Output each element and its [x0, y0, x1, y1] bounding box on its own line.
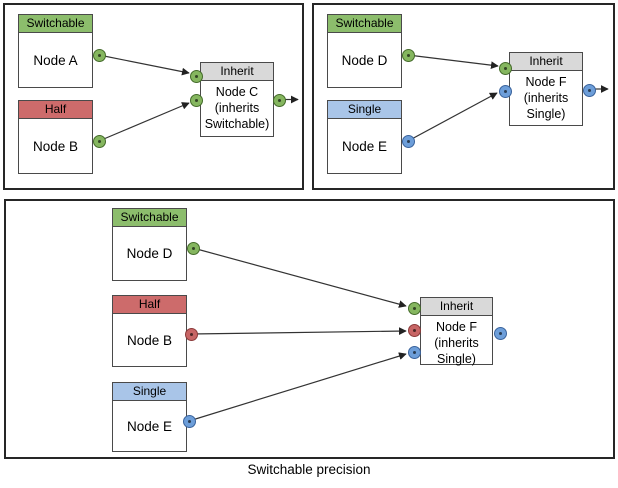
node-c-header: Inherit — [201, 63, 273, 81]
node-b-bottom[interactable]: Half Node B — [112, 295, 187, 367]
port-dot — [189, 332, 193, 336]
port-dot — [412, 328, 416, 332]
node-e-label: Node E — [341, 138, 388, 154]
node-b-header: Half — [19, 101, 92, 119]
port-dot — [498, 331, 502, 335]
node-a-header: Switchable — [19, 15, 92, 33]
port-dot — [412, 306, 416, 310]
port-dot — [406, 53, 410, 57]
port-node-f-bottom-input-1[interactable] — [407, 301, 421, 315]
node-f-bottom[interactable]: Inherit Node F (inherits Single) — [420, 297, 493, 366]
port-dot — [412, 350, 416, 354]
node-d-label: Node D — [341, 52, 388, 68]
node-d-header: Switchable — [328, 15, 401, 33]
node-f-bottom-header: Inherit — [421, 298, 492, 316]
port-dot — [194, 74, 198, 78]
node-d[interactable]: Switchable Node D — [327, 14, 402, 88]
node-e-bottom-header: Single — [113, 383, 186, 401]
port-node-b-bottom-output[interactable] — [184, 327, 198, 341]
panel-bottom — [4, 199, 615, 459]
node-b[interactable]: Half Node B — [18, 100, 93, 174]
port-dot — [406, 139, 410, 143]
port-dot — [187, 419, 191, 423]
port-node-f-bottom-input-3[interactable] — [407, 345, 421, 359]
port-dot — [97, 53, 101, 57]
port-node-d-output[interactable] — [401, 48, 415, 62]
node-f[interactable]: Inherit Node F (inherits Single) — [509, 52, 583, 126]
node-e-bottom-label: Node E — [126, 418, 173, 434]
node-d-bottom-label: Node D — [126, 246, 173, 261]
port-node-e-bottom-output[interactable] — [182, 414, 196, 428]
node-e-header: Single — [328, 101, 401, 119]
port-dot — [587, 88, 591, 92]
port-dot — [194, 98, 198, 102]
node-f-header: Inherit — [510, 53, 582, 71]
node-f-bottom-label: Node F (inherits Single) — [434, 320, 479, 366]
node-b-bottom-label: Node B — [126, 332, 173, 348]
port-dot — [277, 98, 281, 102]
node-b-label: Node B — [32, 138, 79, 154]
node-c[interactable]: Inherit Node C (inherits Switchable) — [200, 62, 274, 137]
port-node-f-input-2[interactable] — [498, 84, 512, 98]
port-node-c-input-2[interactable] — [189, 93, 203, 107]
diagram-caption: Switchable precision — [247, 462, 371, 477]
port-dot — [97, 139, 101, 143]
port-node-f-bottom-input-2[interactable] — [407, 323, 421, 337]
port-node-e-output[interactable] — [401, 134, 415, 148]
port-dot — [503, 66, 507, 70]
port-node-c-input-1[interactable] — [189, 69, 203, 83]
port-node-f-output[interactable] — [582, 83, 596, 97]
port-node-d-bottom-output[interactable] — [186, 241, 200, 255]
port-dot — [503, 89, 507, 93]
node-e[interactable]: Single Node E — [327, 100, 402, 174]
node-d-bottom[interactable]: Switchable Node D — [112, 208, 187, 281]
node-f-label: Node F (inherits Single) — [523, 75, 569, 121]
port-node-f-input-1[interactable] — [498, 61, 512, 75]
port-node-c-output[interactable] — [272, 93, 286, 107]
node-a[interactable]: Switchable Node A — [18, 14, 93, 88]
port-dot — [191, 246, 195, 250]
node-a-label: Node A — [33, 52, 78, 68]
node-b-bottom-header: Half — [113, 296, 186, 314]
node-e-bottom[interactable]: Single Node E — [112, 382, 187, 452]
port-node-f-bottom-output[interactable] — [493, 326, 507, 340]
node-c-label: Node C (inherits Switchable) — [204, 85, 270, 131]
port-node-a-output[interactable] — [92, 48, 106, 62]
port-node-b-output[interactable] — [92, 134, 106, 148]
node-d-bottom-header: Switchable — [113, 209, 186, 227]
